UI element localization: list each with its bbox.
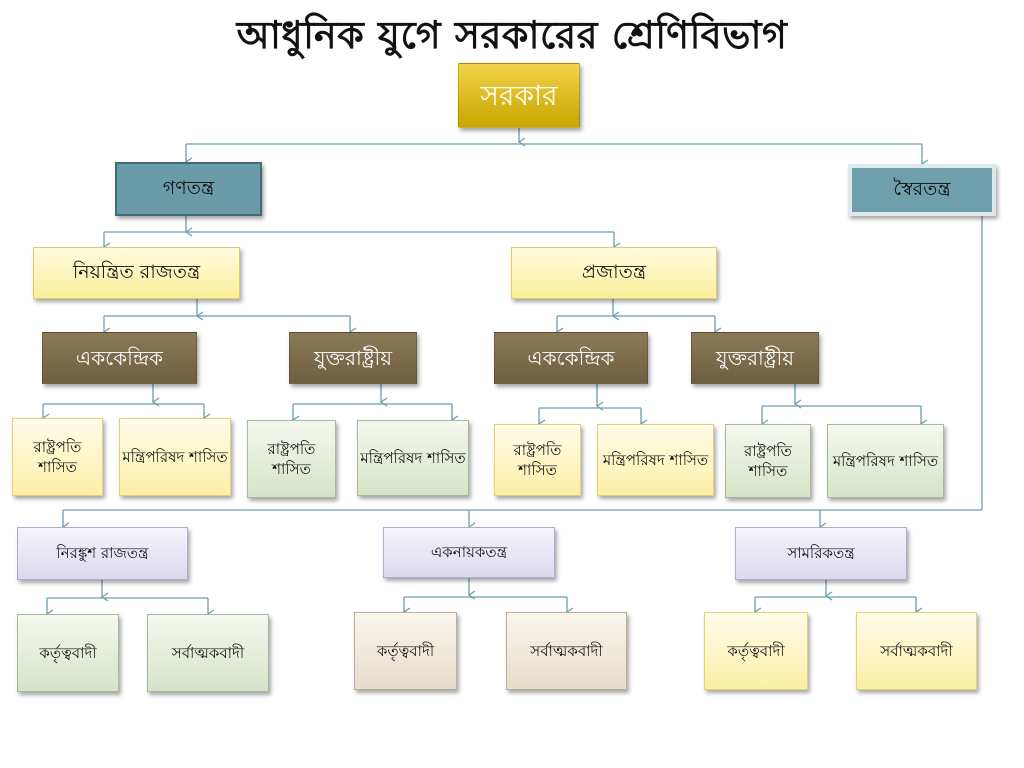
node-federal-1: যুক্তরাষ্ট্রীয়	[289, 332, 417, 384]
node-label: রাষ্ট্রপতি শাসিত	[33, 437, 82, 476]
node-totalitarian-1: সর্বাত্মকবাদী	[147, 614, 269, 692]
node-parliamentary-3: মন্ত্রিপরিষদ শাসিত	[597, 424, 714, 496]
node-label: সর্বাত্মকবাদী	[530, 641, 603, 660]
node-label: যুক্তরাষ্ট্রীয়	[716, 345, 794, 370]
node-totalitarian-3: সর্বাত্মকবাদী	[856, 612, 977, 690]
node-presidential-1: রাষ্ট্রপতি শাসিত	[12, 418, 103, 496]
node-republic: প্রজাতন্ত্র	[511, 247, 717, 299]
page-title: আধুনিক যুগে সরকারের শ্রেণিবিভাগ	[236, 13, 788, 57]
node-presidential-4: রাষ্ট্রপতি শাসিত	[725, 424, 811, 498]
node-label: স্বৈরতন্ত্র	[893, 178, 951, 201]
node-presidential-3: রাষ্ট্রপতি শাসিত	[494, 424, 581, 496]
node-unitary-1: এককেন্দ্রিক	[42, 332, 197, 384]
node-label: নিয়ন্ত্রিত রাজতন্ত্র	[72, 261, 201, 284]
node-label: কর্তৃত্ববাদী	[39, 643, 97, 662]
node-federal-2: যুক্তরাষ্ট্রীয়	[691, 332, 819, 384]
node-label: রাষ্ট্রপতি শাসিত	[513, 440, 562, 479]
node-label: রাষ্ট্রপতি শাসিত	[744, 441, 792, 480]
node-label: কর্তৃত্ববাদী	[376, 641, 435, 660]
node-label: রাষ্ট্রপতি শাসিত	[267, 439, 316, 478]
node-totalitarian-2: সর্বাত্মকবাদী	[506, 612, 627, 690]
node-label: একনায়কতন্ত্র	[430, 543, 508, 562]
node-label: মন্ত্রিপরিষদ শাসিত	[122, 447, 228, 466]
node-label: নিরঙ্কুশ রাজতন্ত্র	[56, 544, 149, 563]
node-authoritarian-2: কর্তৃত্ববাদী	[354, 612, 457, 690]
node-label: এককেন্দ্রিক	[75, 345, 164, 370]
node-label: সরকার	[480, 78, 558, 112]
node-absolute-monarchy: নিরঙ্কুশ রাজতন্ত্র	[17, 527, 188, 580]
node-limited-monarchy: নিয়ন্ত্রিত রাজতন্ত্র	[33, 247, 240, 299]
node-label: মন্ত্রিপরিষদ শাসিত	[832, 451, 939, 470]
node-label: প্রজাতন্ত্র	[581, 261, 647, 284]
node-label: সামরিকতন্ত্র	[787, 544, 855, 563]
node-parliamentary-2: মন্ত্রিপরিষদ শাসিত	[357, 420, 469, 496]
node-label: মন্ত্রিপরিষদ শাসিত	[360, 448, 466, 467]
node-government: সরকার	[458, 63, 580, 128]
node-authoritarian-3: কর্তৃত্ববাদী	[704, 612, 808, 690]
node-autocracy: স্বৈরতন্ত্র	[848, 164, 996, 216]
node-parliamentary-4: মন্ত্রিপরিষদ শাসিত	[827, 424, 944, 498]
node-dictatorship: একনায়কতন্ত্র	[383, 527, 555, 578]
node-label: যুক্তরাষ্ট্রীয়	[314, 345, 392, 370]
node-label: সর্বাত্মকবাদী	[171, 643, 245, 662]
node-democracy: গণতন্ত্র	[115, 162, 262, 216]
node-label: সর্বাত্মকবাদী	[880, 641, 953, 660]
node-label: কর্তৃত্ববাদী	[727, 641, 785, 660]
node-label: গণতন্ত্র	[162, 177, 215, 200]
node-parliamentary-1: মন্ত্রিপরিষদ শাসিত	[119, 418, 231, 496]
node-unitary-2: এককেন্দ্রিক	[494, 332, 648, 384]
node-military-rule: সামরিকতন্ত্র	[735, 527, 907, 580]
node-label: এককেন্দ্রিক	[527, 345, 615, 370]
node-presidential-2: রাষ্ট্রপতি শাসিত	[247, 420, 336, 498]
node-label: মন্ত্রিপরিষদ শাসিত	[602, 450, 709, 469]
node-authoritarian-1: কর্তৃত্ববাদী	[17, 614, 119, 692]
